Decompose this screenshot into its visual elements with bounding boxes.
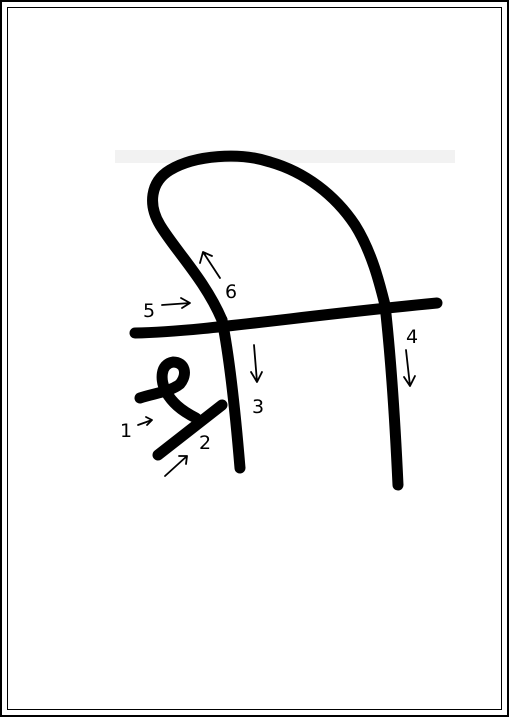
arrow-stroke-2-icon bbox=[165, 456, 187, 476]
arrow-stroke-4-icon bbox=[404, 350, 415, 386]
stroke-label-6: 6 bbox=[225, 281, 237, 303]
stroke-label-1: 1 bbox=[120, 420, 132, 442]
arrow-stroke-1-icon bbox=[138, 417, 152, 425]
stroke-label-3: 3 bbox=[252, 396, 264, 418]
stroke-label-2: 2 bbox=[199, 432, 211, 454]
arrow-stroke-3-icon bbox=[251, 345, 262, 382]
stroke-6-arch bbox=[153, 156, 385, 320]
stroke-4-right-vertical bbox=[385, 305, 398, 485]
stroke-label-4: 4 bbox=[406, 326, 418, 348]
arrow-stroke-6-icon bbox=[200, 252, 220, 278]
stroke-label-5: 5 bbox=[143, 300, 155, 322]
arrow-stroke-5-icon bbox=[162, 298, 190, 308]
stroke-1-loop bbox=[140, 362, 196, 418]
stroke-3-middle-vertical bbox=[222, 320, 240, 468]
